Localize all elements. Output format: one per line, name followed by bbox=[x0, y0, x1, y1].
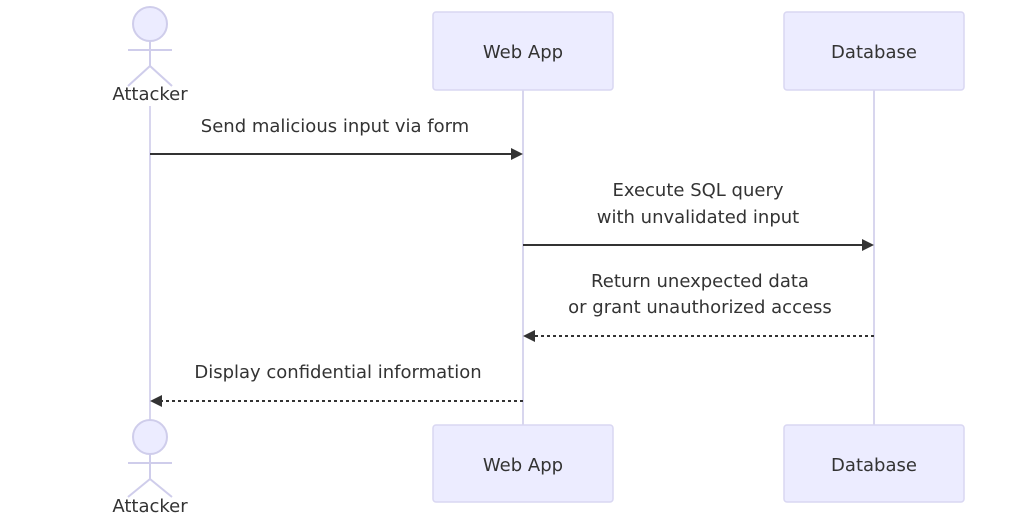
participant-box bbox=[432, 424, 614, 503]
message-4-label: Display confidential information bbox=[194, 362, 481, 383]
actor-leg-left bbox=[127, 65, 151, 87]
actor-head bbox=[132, 419, 168, 455]
participant-box bbox=[783, 424, 965, 503]
message-1-label: Send malicious input via form bbox=[201, 116, 469, 137]
message-3-label-line1: Return unexpected data bbox=[591, 271, 809, 292]
message-1: Send malicious input via form bbox=[150, 116, 523, 160]
actor-attacker-bottom: Attacker bbox=[112, 419, 188, 516]
actor-leg-right bbox=[149, 478, 173, 498]
actor-head bbox=[132, 6, 168, 42]
participant-box bbox=[432, 11, 614, 91]
message-4: Display confidential information bbox=[150, 362, 523, 407]
message-2-label-line2: with unvalidated input bbox=[597, 207, 799, 228]
actor-leg-left bbox=[127, 478, 151, 498]
message-2: Execute SQL query with unvalidated input bbox=[523, 180, 874, 251]
actor-label-attacker-bottom: Attacker bbox=[112, 496, 188, 516]
participant-label-webapp-top: Web App bbox=[483, 42, 563, 63]
message-2-label-line1: Execute SQL query bbox=[612, 180, 783, 201]
actor-attacker-top: Attacker bbox=[112, 6, 188, 105]
participant-webapp-top: Web App bbox=[432, 11, 614, 91]
participant-label-database-top: Database bbox=[831, 42, 917, 63]
participant-label-database-bottom: Database bbox=[831, 455, 917, 476]
actor-leg-right bbox=[149, 65, 173, 87]
actor-label-attacker-top: Attacker bbox=[112, 84, 188, 105]
participant-box bbox=[783, 11, 965, 91]
participant-label-webapp-bottom: Web App bbox=[483, 455, 563, 476]
message-3-label-line2: or grant unauthorized access bbox=[568, 297, 832, 318]
participant-webapp-bottom: Web App bbox=[432, 424, 614, 503]
participant-database-bottom: Database bbox=[783, 424, 965, 503]
message-3: Return unexpected data or grant unauthor… bbox=[523, 271, 874, 342]
participant-database-top: Database bbox=[783, 11, 965, 91]
